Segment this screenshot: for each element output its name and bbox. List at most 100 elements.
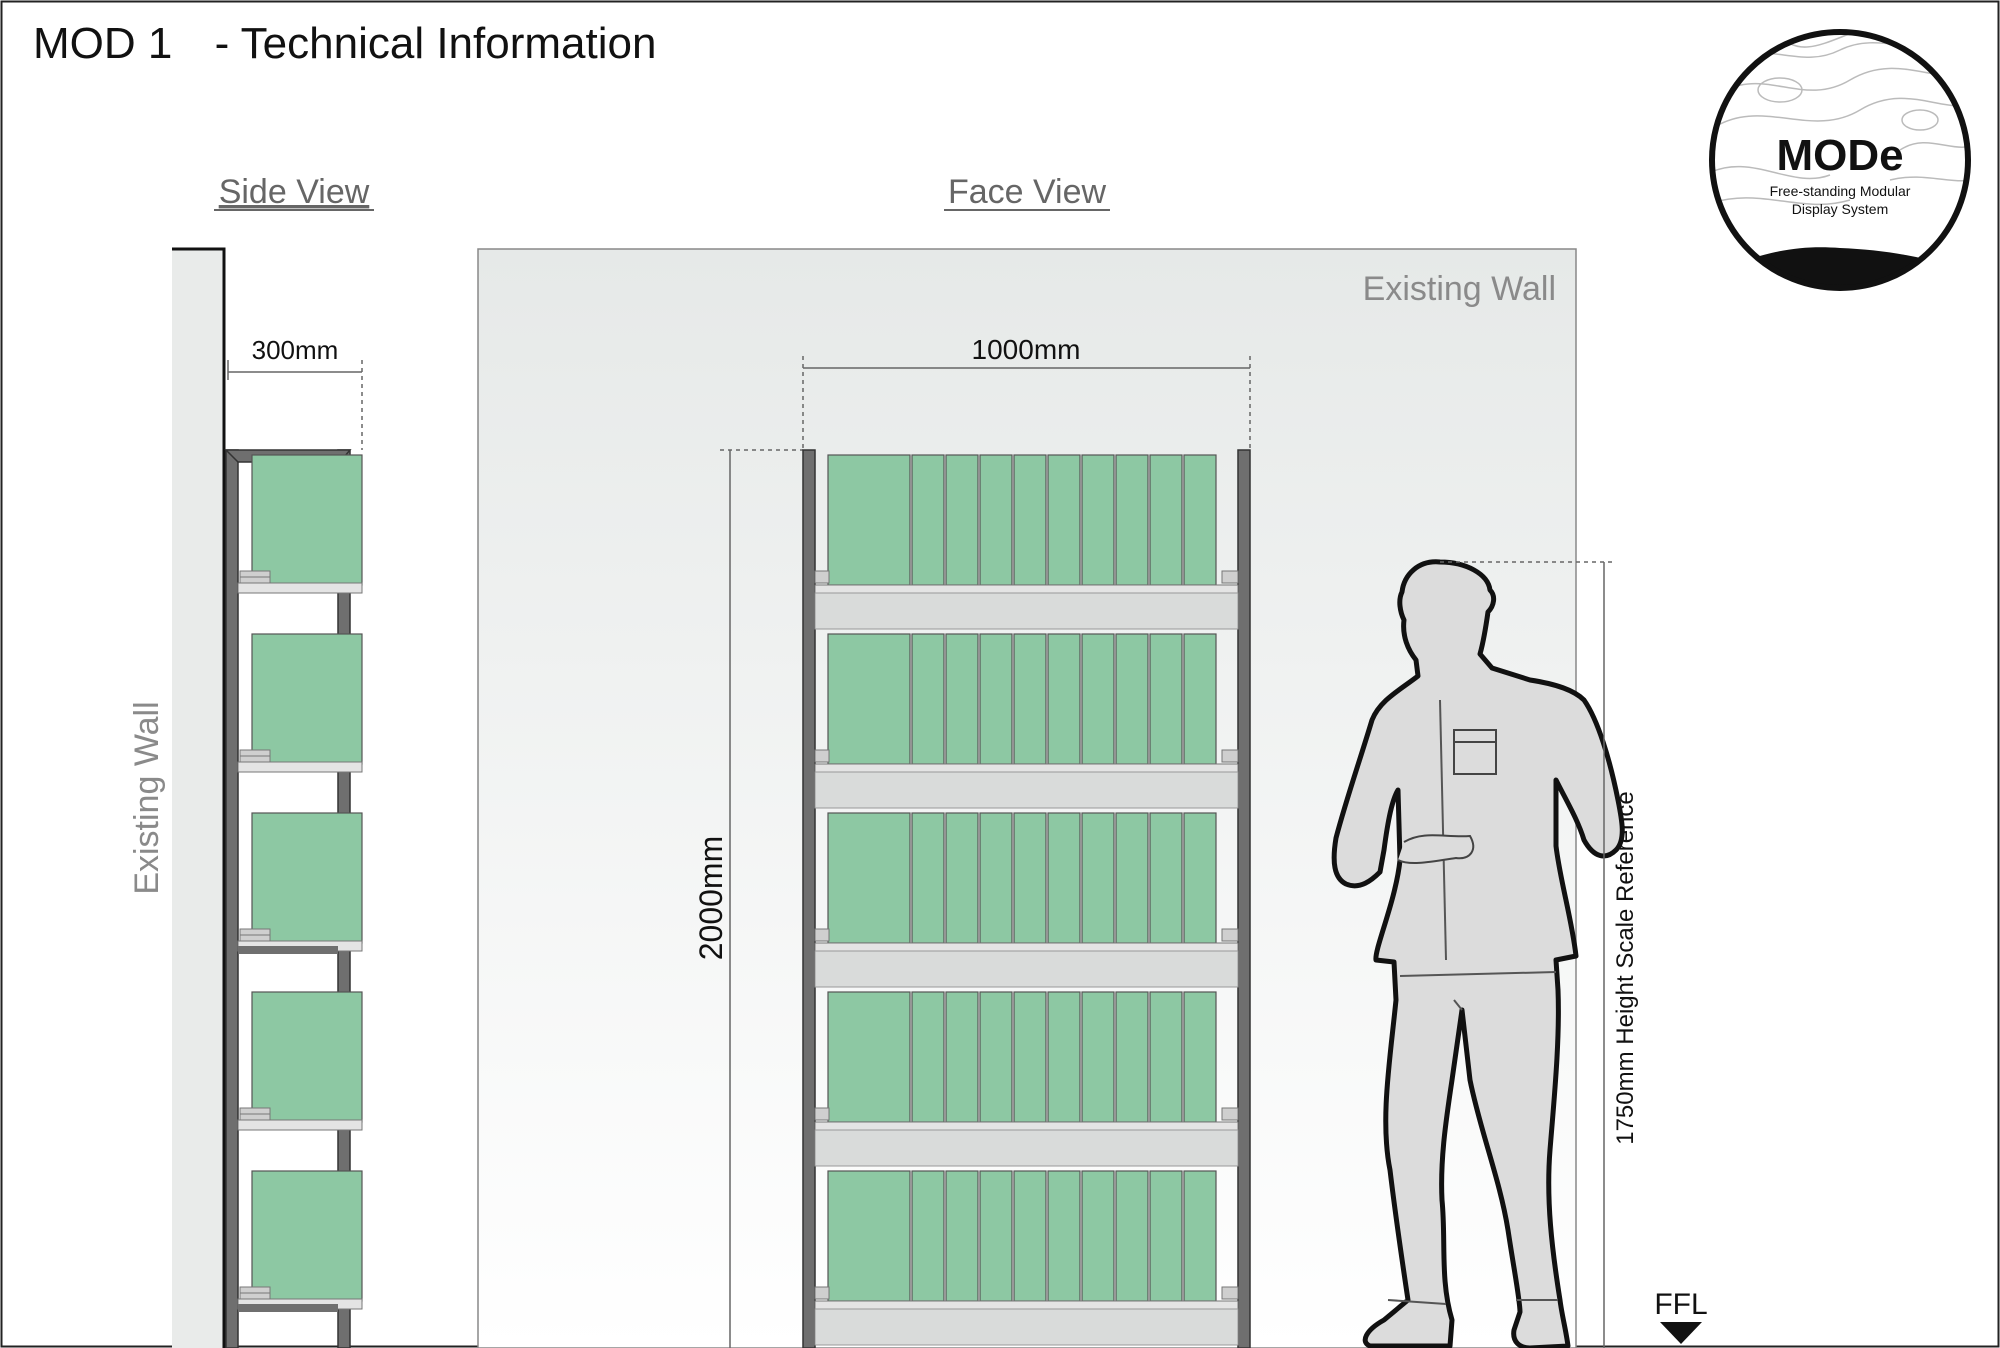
title-model: MOD 1 — [33, 19, 172, 68]
face-display-panel — [945, 454, 979, 586]
side-view: Side View Existing Wall 300mm — [128, 173, 374, 1348]
face-display-panel — [945, 812, 979, 944]
side-shelf-lip — [239, 1113, 271, 1121]
face-shelf-bracket — [814, 570, 830, 584]
face-display-panel — [1047, 1170, 1081, 1302]
face-display-panel — [979, 991, 1013, 1123]
face-display-panel — [1081, 991, 1115, 1123]
face-view-heading: Face View — [948, 173, 1107, 211]
face-display-panel — [911, 991, 945, 1123]
face-display-panel-large — [827, 1170, 911, 1302]
face-shelf — [814, 592, 1239, 630]
face-display-panel — [1149, 812, 1183, 944]
face-display-panel — [1115, 633, 1149, 765]
face-shelf-edge — [814, 1121, 1239, 1131]
side-view-heading: Side View — [219, 173, 370, 211]
face-display-panel — [1183, 812, 1217, 944]
face-frame-post-right — [1237, 449, 1251, 1348]
page-title: MOD 1 - Technical Information — [33, 19, 656, 68]
ffl-label: FFL — [1654, 1288, 1707, 1321]
face-display-panel — [1047, 633, 1081, 765]
mode-logo: MODe Free-standing Modular Display Syste… — [1709, 29, 1971, 291]
person-height-label: 1750mm Height Scale Reference — [1612, 791, 1639, 1145]
side-display-panel — [251, 812, 363, 944]
face-frame-post-left — [802, 449, 816, 1348]
side-existing-wall — [172, 249, 224, 1348]
face-display-panel — [1115, 1170, 1149, 1302]
side-shelf-lip — [239, 928, 271, 936]
face-shelf-edge — [814, 584, 1239, 594]
face-shelf-bracket — [1221, 1286, 1239, 1300]
face-display-panel — [1149, 633, 1183, 765]
face-display-panel — [1149, 454, 1183, 586]
side-shelf-lip — [239, 934, 271, 942]
side-shelf — [237, 1119, 363, 1131]
face-display-panel — [1081, 633, 1115, 765]
face-shelf — [814, 1308, 1239, 1346]
side-frame-crossbar — [238, 946, 338, 954]
side-frame-post-back — [225, 449, 239, 1348]
side-display-panel — [251, 1170, 363, 1302]
face-shelf-bracket — [1221, 570, 1239, 584]
side-display-panel — [251, 991, 363, 1123]
face-display-panel — [1183, 991, 1217, 1123]
face-height-label: 2000mm — [693, 836, 729, 961]
side-wall-label: Existing Wall — [128, 701, 166, 894]
side-display-panel — [251, 454, 363, 586]
person-silhouette — [1331, 559, 1625, 1348]
side-display-panel — [251, 633, 363, 765]
side-depth-label: 300mm — [252, 335, 339, 365]
face-display-panel — [1115, 454, 1149, 586]
face-shelf — [814, 950, 1239, 988]
face-shelf-bracket — [814, 1107, 830, 1121]
face-shelf — [814, 1129, 1239, 1167]
face-display-panel-large — [827, 812, 911, 944]
face-display-panel — [945, 1170, 979, 1302]
logo-tagline-line2: Display System — [1792, 201, 1888, 217]
face-shelf-bracket — [1221, 1107, 1239, 1121]
side-shelf-lip — [239, 570, 271, 578]
side-shelf — [237, 761, 363, 773]
face-display-panel — [979, 454, 1013, 586]
face-display-panel-large — [827, 991, 911, 1123]
face-display-panel — [1183, 454, 1217, 586]
logo-name: MODe — [1776, 131, 1903, 180]
face-shelf-edge — [814, 942, 1239, 952]
face-display-panel — [1081, 812, 1115, 944]
logo-tagline-line1: Free-standing Modular — [1770, 183, 1911, 199]
face-shelf — [814, 771, 1239, 809]
face-display-panel — [1013, 991, 1047, 1123]
face-width-label: 1000mm — [972, 334, 1081, 365]
face-display-panel — [1183, 1170, 1217, 1302]
face-shelf-bracket — [814, 1286, 830, 1300]
face-display-panel — [1115, 812, 1149, 944]
face-display-panel — [1149, 991, 1183, 1123]
side-shelf — [237, 582, 363, 594]
ffl-triangle-icon — [1660, 1322, 1702, 1344]
face-shelf-edge — [814, 1300, 1239, 1310]
face-display-panel — [1047, 812, 1081, 944]
side-frame-crossbar — [238, 1304, 338, 1312]
title-subtitle: - Technical Information — [215, 19, 657, 68]
face-display-panel-large — [827, 633, 911, 765]
face-display-panel — [911, 1170, 945, 1302]
face-shelf-bracket — [814, 749, 830, 763]
side-shelf-lip — [239, 576, 271, 584]
face-display-panel — [945, 633, 979, 765]
face-display-panel — [1149, 1170, 1183, 1302]
face-display-panel — [979, 1170, 1013, 1302]
face-display-panel — [945, 991, 979, 1123]
face-display-panel — [1081, 1170, 1115, 1302]
face-display-panel — [1115, 991, 1149, 1123]
face-wall-label: Existing Wall — [1363, 270, 1556, 308]
face-display-panel — [911, 454, 945, 586]
side-shelf-lip — [239, 1292, 271, 1300]
face-display-panel — [1013, 1170, 1047, 1302]
face-shelf-bracket — [1221, 749, 1239, 763]
person-scale-figure: 1750mm Height Scale Reference — [1331, 559, 1639, 1348]
face-shelf-bracket — [1221, 928, 1239, 942]
face-display-panel — [979, 633, 1013, 765]
face-display-panel — [1013, 454, 1047, 586]
face-display-panel — [1183, 633, 1217, 765]
face-shelf-bracket — [814, 928, 830, 942]
